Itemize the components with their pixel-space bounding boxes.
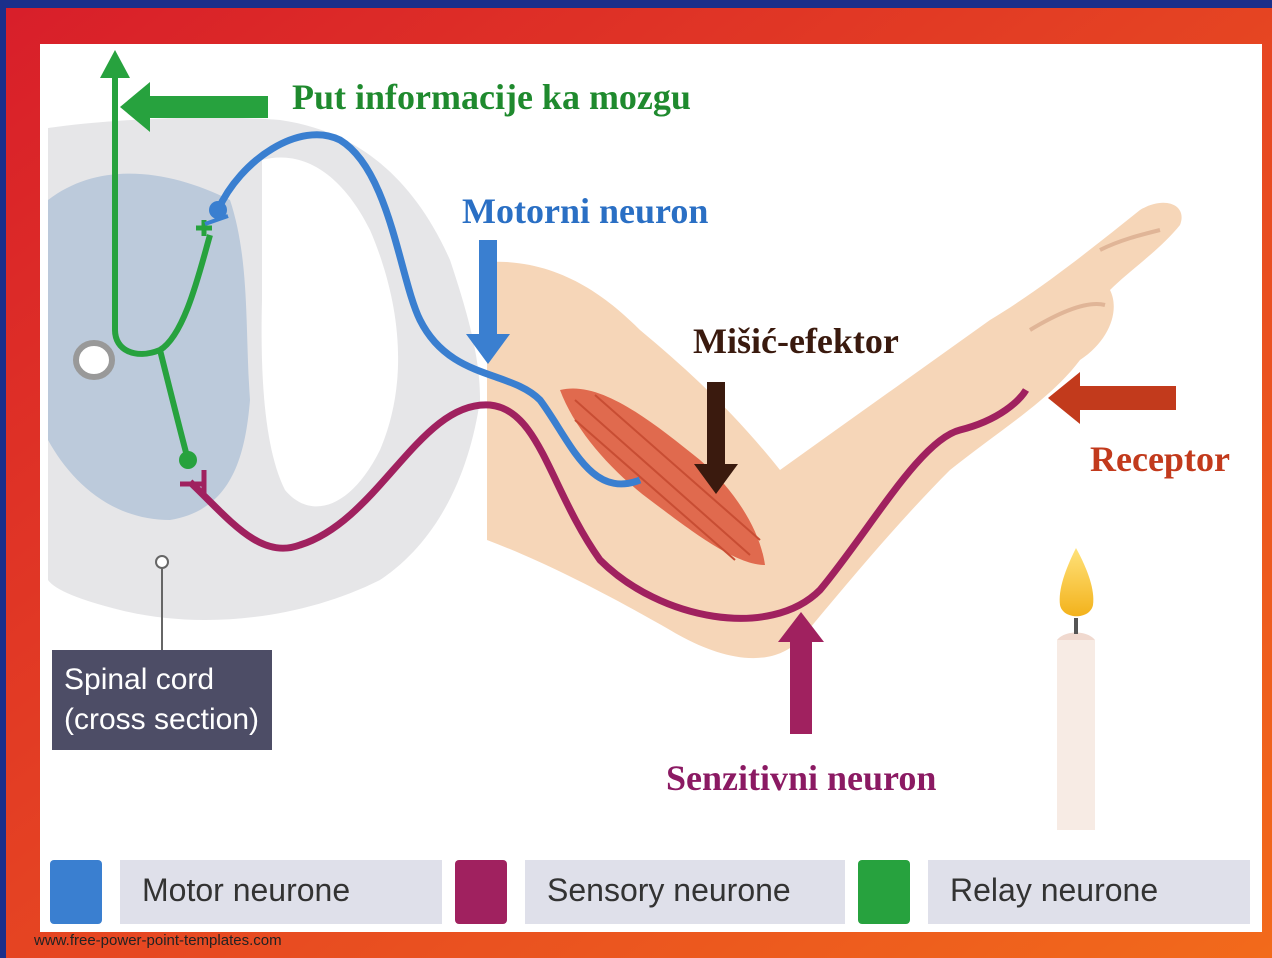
candle-illustration <box>1057 548 1095 830</box>
label-effector: Mišić-efektor <box>693 320 899 362</box>
spinal-cord-label: Spinal cord (cross section) <box>52 650 272 750</box>
legend-item-relay: Relay neurone <box>858 860 1252 924</box>
label-receptor: Receptor <box>1090 438 1230 480</box>
legend-swatch-sensory <box>455 860 507 924</box>
spinal-cord-line1: Spinal cord <box>64 660 260 700</box>
legend-item-sensory: Sensory neurone <box>455 860 850 924</box>
legend-swatch-relay <box>858 860 910 924</box>
label-motor-neuron: Motorni neuron <box>462 190 708 232</box>
legend-swatch-motor <box>50 860 102 924</box>
legend: Motor neurone Sensory neurone Relay neur… <box>50 860 1252 924</box>
label-path-to-brain: Put informacije ka mozgu <box>292 76 691 118</box>
label-sensory-neuron: Senzitivni neuron <box>666 757 936 799</box>
legend-label-relay: Relay neurone <box>950 872 1158 909</box>
footer-url: www.free-power-point-templates.com <box>34 932 282 949</box>
legend-label-motor: Motor neurone <box>142 872 350 909</box>
legend-label-sensory: Sensory neurone <box>547 872 791 909</box>
legend-item-motor: Motor neurone <box>50 860 445 924</box>
spinal-cord-line2: (cross section) <box>64 700 260 740</box>
